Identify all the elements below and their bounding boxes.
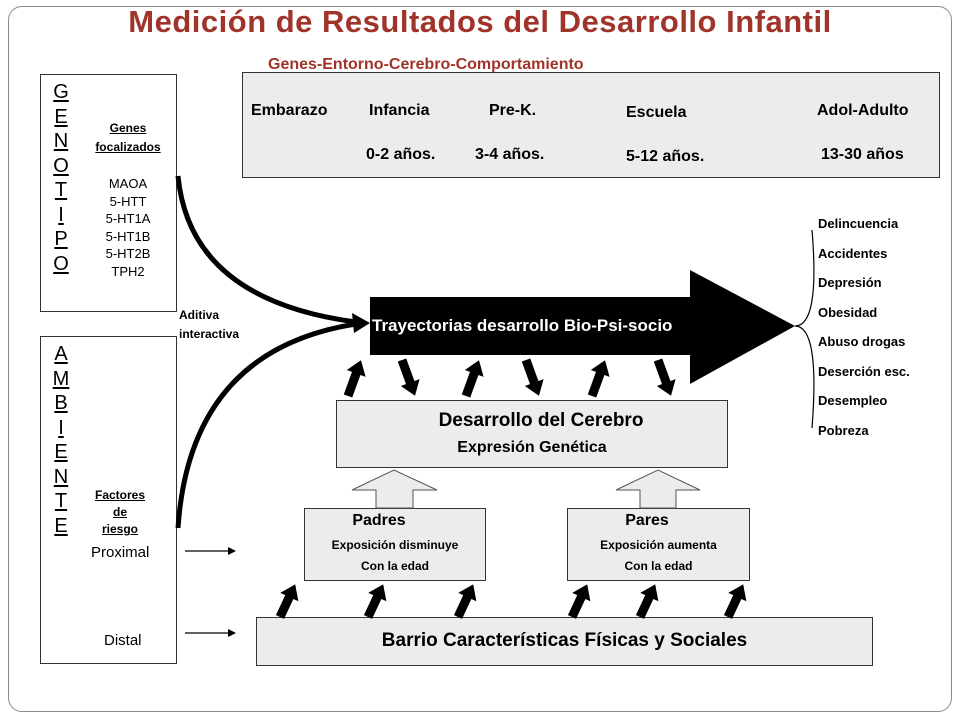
small-arrows xyxy=(275,358,747,619)
stage-escuela-age: 5-12 años. xyxy=(626,148,705,165)
ambiente-letter: E xyxy=(54,514,68,537)
brain-title: Desarrollo del Cerebro xyxy=(438,410,644,431)
genotipo-letter: T xyxy=(54,179,68,201)
pares-line1: Exposición aumenta xyxy=(600,538,717,552)
outcome-item: Desempleo xyxy=(818,393,888,408)
aditiva-label: Aditiva interactiva xyxy=(179,306,239,344)
factores-line2: de xyxy=(112,505,127,519)
padres-line2: Con la edad xyxy=(360,559,429,573)
genotipo-curve-arrow xyxy=(175,175,357,325)
outcome-item: Pobreza xyxy=(818,422,869,438)
outcome-item: Depresión xyxy=(818,275,882,290)
outcome-item: Accidentes xyxy=(818,245,888,261)
distal-arrowhead xyxy=(228,629,236,637)
outcomes-bracket xyxy=(794,229,815,429)
genotipo-letter: I xyxy=(58,203,64,226)
stage-prek-age: 3-4 años. xyxy=(475,146,545,163)
distal-label: Distal xyxy=(104,632,142,649)
genotipo-letter: O xyxy=(53,154,69,177)
ambiente-curve-arrow xyxy=(175,321,357,529)
aditiva-line1: Aditiva xyxy=(179,308,220,322)
small-arrow xyxy=(343,360,366,398)
stage-adol-adulto: Adol-Adulto xyxy=(817,102,909,119)
pares-title: Pares xyxy=(625,512,669,529)
barrio-box xyxy=(256,617,873,666)
padres-box xyxy=(304,508,486,581)
small-arrow xyxy=(461,360,484,398)
pares-box xyxy=(567,508,750,581)
stage-prek: Pre-K. xyxy=(489,102,537,119)
small-arrow xyxy=(453,584,477,619)
small-arrow xyxy=(275,584,299,619)
slide-frame xyxy=(8,6,952,712)
small-arrow xyxy=(723,584,747,619)
outcome-item: Deserción esc. xyxy=(818,363,910,379)
gene-item: 5-HT2B xyxy=(105,246,151,261)
genes-list: MAOA 5-HTT 5-HT1A 5-HT1B 5-HT2B TPH2 xyxy=(82,175,174,280)
gene-item: 5-HTT xyxy=(109,193,147,209)
ambiente-letter: E xyxy=(54,441,68,463)
factores-line3: riesgo xyxy=(101,522,138,536)
padres-up-arrow xyxy=(351,469,438,509)
genotipo-letter: E xyxy=(54,105,68,128)
genotipo-letter: G xyxy=(53,81,69,103)
aditiva-line2: interactiva xyxy=(179,327,240,341)
ambiente-letter: A xyxy=(54,343,68,365)
ambiente-letter: N xyxy=(53,465,69,488)
ambiente-letter: M xyxy=(52,367,70,390)
small-arrow xyxy=(521,358,544,396)
proximal-arrowhead xyxy=(228,547,236,555)
small-arrow xyxy=(653,358,676,396)
page-subtitle: Genes-Entorno-Cerebro-Comportamiento xyxy=(268,56,584,73)
genes-header-line2: focalizados xyxy=(95,140,161,154)
ambiente-box xyxy=(40,336,177,664)
genes-header: Genes focalizados xyxy=(82,119,174,157)
brain-subtitle: Expresión Genética xyxy=(457,439,607,456)
brain-box xyxy=(336,400,728,468)
curve-arrowhead xyxy=(352,313,370,333)
stage-embarazo: Embarazo xyxy=(251,102,328,119)
stages-box xyxy=(242,72,940,178)
proximal-label: Proximal xyxy=(91,544,150,561)
trajectory-label: Trayectorias desarrollo Bio-Psi-socio xyxy=(372,316,673,335)
stage-infancia: Infancia xyxy=(369,102,430,119)
ambiente-letter: I xyxy=(58,416,64,439)
gene-item: MAOA xyxy=(108,176,148,191)
small-arrow xyxy=(363,584,387,619)
padres-title: Padres xyxy=(352,512,406,529)
small-arrow xyxy=(635,584,659,619)
outcome-item: Abuso drogas xyxy=(818,334,906,349)
gene-item: TPH2 xyxy=(111,263,145,279)
small-arrow xyxy=(587,360,610,398)
padres-line1: Exposición disminuye xyxy=(331,538,459,552)
gene-item: 5-HT1A xyxy=(105,211,151,226)
trajectory-arrow xyxy=(370,270,795,384)
barrio-label: Barrio Características Físicas y Sociale… xyxy=(381,630,748,651)
pares-line2: Con la edad xyxy=(624,559,693,573)
genotipo-letter: N xyxy=(53,130,69,152)
ambiente-letter: T xyxy=(54,490,68,512)
stage-adol-adulto-age: 13-30 años xyxy=(821,146,904,163)
pares-up-arrow xyxy=(615,469,701,509)
genotipo-letter: O xyxy=(53,252,69,275)
genes-header-line1: Genes xyxy=(109,121,147,135)
ambiente-letter: B xyxy=(54,392,68,414)
small-arrow xyxy=(397,358,420,396)
factores-line1: Factores xyxy=(94,488,146,502)
factores-header: Factores de riesgo xyxy=(88,487,152,538)
stage-escuela: Escuela xyxy=(626,104,687,121)
outcome-item: Delincuencia xyxy=(818,216,899,231)
genotipo-box xyxy=(40,74,177,312)
gene-item: 5-HT1B xyxy=(105,228,151,244)
stage-infancia-age: 0-2 años. xyxy=(366,146,436,163)
page-title: Medición de Resultados del Desarrollo In… xyxy=(128,4,832,39)
genotipo-letter: P xyxy=(54,228,68,250)
outcome-item: Obesidad xyxy=(818,304,878,320)
small-arrow xyxy=(567,584,591,619)
